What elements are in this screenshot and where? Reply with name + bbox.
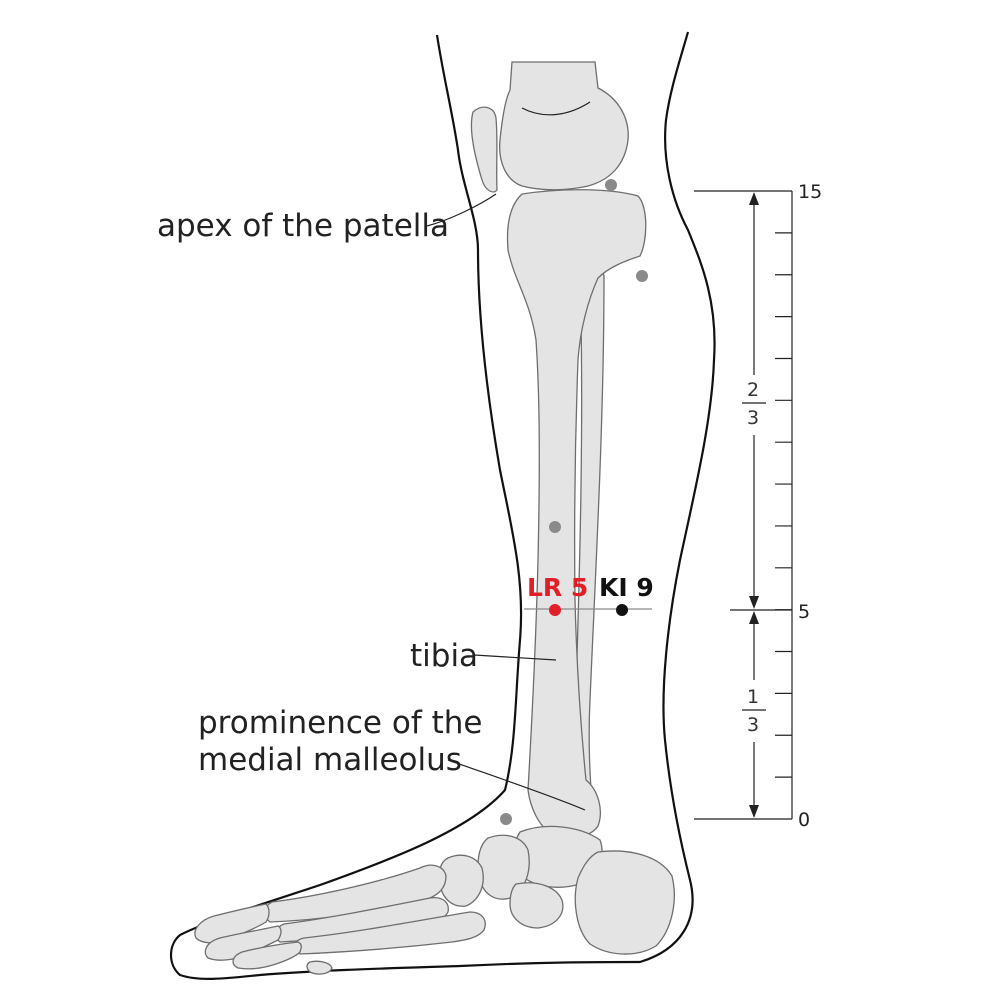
phalanges-3 bbox=[232, 941, 302, 970]
lr5-label: LR 5 bbox=[527, 573, 588, 602]
calcaneus bbox=[574, 850, 675, 955]
upper-fraction-denominator: 3 bbox=[747, 407, 759, 429]
malleolus-label-line1: prominence of the bbox=[198, 705, 482, 741]
metatarsal-3 bbox=[294, 911, 486, 955]
point-marker bbox=[549, 521, 561, 533]
sesamoid bbox=[306, 960, 333, 975]
patella-leader bbox=[426, 193, 497, 227]
femur bbox=[499, 61, 629, 191]
arrow-head-up-icon bbox=[749, 192, 759, 205]
measurement-scale: 2 3 1 3 15 5 0 bbox=[694, 181, 822, 831]
ki9-point bbox=[616, 604, 628, 616]
lower-fraction-denominator: 3 bbox=[747, 714, 759, 736]
malleolus-leader bbox=[447, 759, 586, 811]
fibula bbox=[574, 264, 605, 801]
scale-label-bottom: 0 bbox=[798, 809, 810, 831]
lr5-point bbox=[549, 604, 561, 616]
lower-fraction-numerator: 1 bbox=[747, 686, 759, 708]
phalanges-1 bbox=[194, 903, 270, 944]
upper-fraction-numerator: 2 bbox=[747, 379, 759, 401]
tibia-bone bbox=[506, 189, 647, 838]
cuboid bbox=[509, 882, 564, 929]
arrow-head-down-icon bbox=[749, 805, 759, 818]
scale-label-top: 15 bbox=[798, 181, 822, 203]
leg-outline bbox=[169, 31, 716, 980]
point-marker bbox=[500, 813, 512, 825]
apex-patella-label: apex of the patella bbox=[157, 208, 449, 244]
malleolus-label-line2: medial malleolus bbox=[198, 742, 462, 778]
ki9-label: KI 9 bbox=[599, 573, 654, 602]
tibia-label: tibia bbox=[410, 638, 478, 674]
arrow-head-down-icon bbox=[749, 596, 759, 609]
point-marker bbox=[605, 179, 617, 191]
arrow-head-up-icon bbox=[749, 611, 759, 624]
phalanges-2 bbox=[204, 925, 282, 961]
scale-ticks bbox=[775, 232, 792, 778]
patella bbox=[470, 106, 498, 193]
tibia-leader bbox=[473, 654, 557, 661]
point-marker bbox=[636, 270, 648, 282]
scale-label-mid: 5 bbox=[798, 601, 810, 623]
